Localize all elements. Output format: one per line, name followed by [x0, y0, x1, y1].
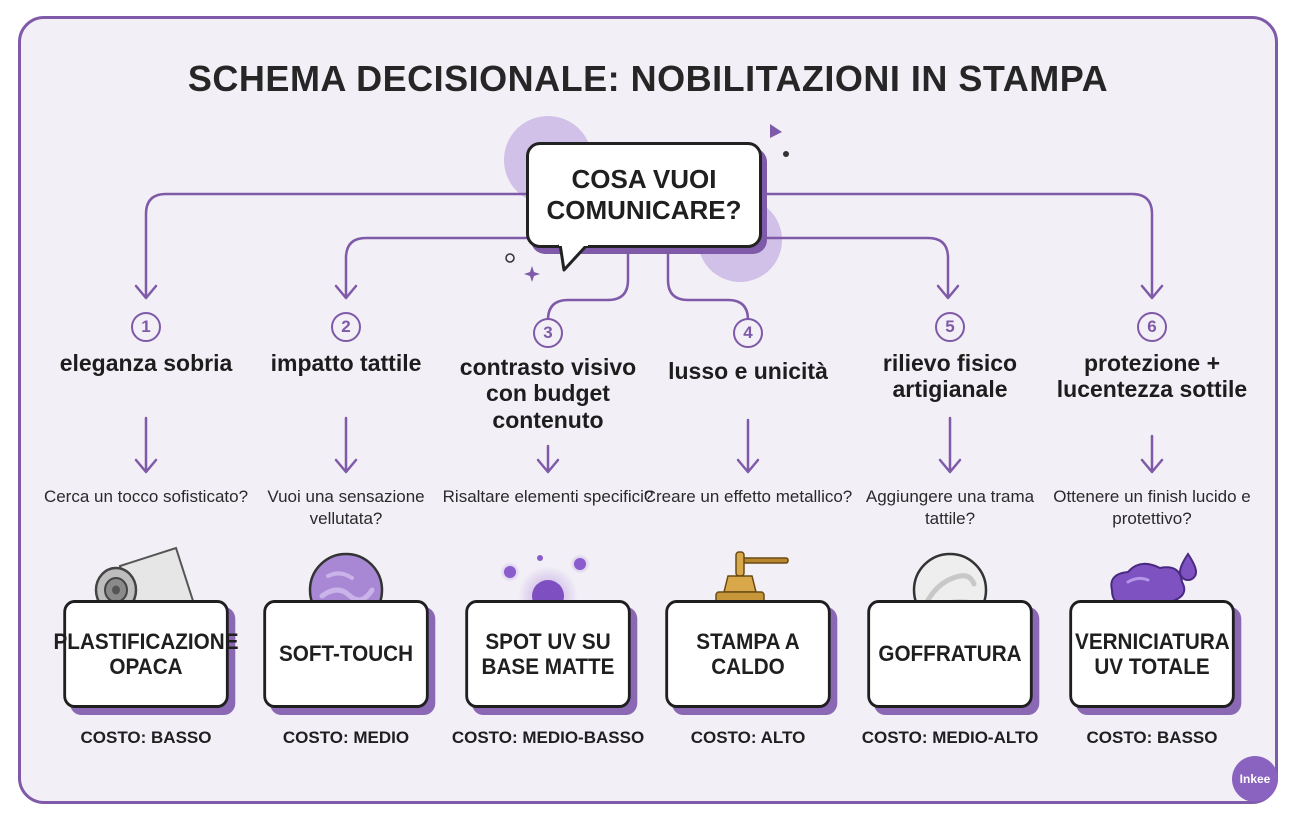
brand-logo: Inkee: [1232, 756, 1278, 802]
cost-label-6: COSTO: BASSO: [1086, 728, 1218, 747]
cost-label-4: COSTO: ALTO: [690, 728, 806, 747]
diagram-title: SCHEMA DECISIONALE: NOBILITAZIONI IN STA…: [187, 58, 1109, 99]
solution-box-3: SPOT UV SU BASE MATTE: [465, 600, 631, 708]
step-number-4: 4: [733, 318, 763, 348]
question-text-6: Ottenere un finish lucido e protettivo?: [1053, 487, 1251, 529]
solution-box-2: SOFT-TOUCH: [263, 600, 429, 708]
decor-dot: [505, 253, 515, 263]
decor-triangle: [770, 124, 782, 138]
solution-box-5: GOFFRATURA: [867, 600, 1033, 708]
solution-box-4: STAMPA A CALDO: [665, 600, 831, 708]
solution-box-1: PLASTIFICAZIONE OPACA: [54, 600, 238, 708]
goal-text-4: lusso e unicità: [668, 358, 828, 384]
question-text-5: Aggiungere una trama tattile?: [865, 487, 1035, 529]
question-text-3: Risaltare elementi specifici?: [442, 487, 654, 506]
decor-sparkle: [524, 266, 540, 282]
goal-text-1: eleganza sobria: [59, 350, 233, 376]
question-text-2: Vuoi una sensazione vellutata?: [267, 487, 425, 529]
goal-text-2: impatto tattile: [270, 350, 422, 376]
solution-box-6: VERNICIATURA UV TOTALE: [1069, 600, 1235, 708]
goal-text-5: rilievo fisico artigianale: [882, 350, 1018, 403]
cost-label-3: COSTO: MEDIO-BASSO: [451, 728, 645, 747]
step-number-3: 3: [533, 318, 563, 348]
step-number-2: 2: [331, 312, 361, 342]
central-question-bubble: COSA VUOI COMUNICARE?: [526, 142, 762, 248]
speech-bubble-tail: [558, 244, 588, 272]
goal-text-3: contrasto visivo con budget contenuto: [459, 354, 637, 433]
cost-label-5: COSTO: MEDIO-ALTO: [861, 728, 1039, 747]
step-number-1: 1: [131, 312, 161, 342]
cost-label-1: COSTO: BASSO: [80, 728, 212, 747]
goal-text-6: protezione + lucentezza sottile: [1056, 350, 1248, 403]
decor-dot: [783, 151, 789, 157]
step-number-6: 6: [1137, 312, 1167, 342]
question-text-1: Cerca un tocco sofisticato?: [43, 487, 249, 506]
cost-label-2: COSTO: MEDIO: [282, 728, 410, 747]
question-text-4: Creare un effetto metallico?: [643, 487, 853, 506]
step-number-5: 5: [935, 312, 965, 342]
